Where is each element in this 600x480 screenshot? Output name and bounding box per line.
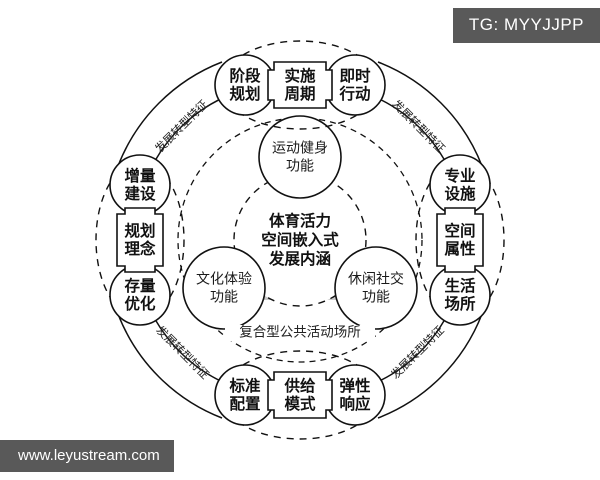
- arc-label-bottom-right: 发展转型特征: [388, 323, 447, 382]
- node-bottom-right-line-1: 弹性: [339, 376, 371, 395]
- arc-top-left-outer: [117, 61, 223, 167]
- node-right-center-line-1: 空间: [444, 221, 475, 240]
- node-left-center-line-1: 规划: [124, 221, 155, 240]
- core-line-2: 空间嵌入式: [261, 230, 339, 249]
- function-leisure-line-1: 休闲社交: [348, 271, 404, 287]
- node-top-center-line-2: 周期: [284, 84, 315, 103]
- node-top-left[interactable]: 阶段 规划: [214, 54, 276, 116]
- watermark-label: www.leyustream.com: [0, 440, 174, 472]
- arc-label-top-left: 发展转型特征: [152, 97, 211, 156]
- node-left-center-line-2: 理念: [124, 239, 156, 258]
- function-culture-line-2: 功能: [210, 289, 238, 305]
- function-node-leisure-social[interactable]: 休闲社交 功能: [334, 246, 418, 330]
- node-right-center-bracket[interactable]: [436, 207, 484, 273]
- tag-badge: TG: MYYJJPP: [452, 8, 600, 43]
- node-right-center-line-2: 属性: [444, 239, 476, 258]
- core-dashed-circle: [233, 173, 367, 307]
- node-left-top[interactable]: 增量 建设: [109, 154, 171, 216]
- node-left-bottom-line-2: 优化: [124, 294, 156, 313]
- function-circle-culture[interactable]: [182, 246, 266, 330]
- node-bottom-left[interactable]: 标准 配置: [214, 364, 276, 426]
- node-bottom-center-line-2: 模式: [284, 394, 316, 413]
- node-bottom-center-bracket[interactable]: [267, 371, 333, 419]
- group-left: 增量 建设 存量 优化 规划 理念: [95, 154, 185, 326]
- node-bottom-center-line-1: 供给: [283, 376, 316, 395]
- node-top-right-line-1: 即时: [339, 67, 371, 85]
- function-circle-sport[interactable]: [258, 115, 342, 199]
- ring-label-backdrop: [225, 325, 375, 341]
- node-left-bottom-line-1: 存量: [124, 276, 156, 295]
- function-circle-leisure[interactable]: [334, 246, 418, 330]
- node-top-center-line-1: 实施: [284, 66, 316, 85]
- node-right-bottom-line-1: 生活: [444, 276, 476, 295]
- node-bottom-right[interactable]: 弹性 响应: [324, 364, 386, 426]
- arc-bottom-left-outer: [117, 313, 223, 419]
- node-top-left-line-2: 规划: [229, 84, 260, 103]
- node-left-bottom[interactable]: 存量 优化: [109, 264, 171, 326]
- function-node-culture-experience[interactable]: 文化体验 功能: [182, 246, 266, 330]
- core-line-3: 发展内涵: [268, 249, 331, 268]
- node-top-right[interactable]: 即时 行动: [324, 54, 386, 116]
- group-top: 阶段 规划 即时 行动 实施 周期: [214, 40, 386, 130]
- node-bottom-right-line-2: 响应: [339, 394, 371, 413]
- node-bottom-left-line-2: 配置: [229, 395, 260, 413]
- node-right-center-box[interactable]: 空间 属性: [436, 207, 484, 273]
- node-left-center-box[interactable]: 规划 理念: [116, 207, 164, 273]
- function-leisure-line-2: 功能: [362, 289, 390, 305]
- node-right-top-line-2: 设施: [444, 184, 476, 203]
- function-sport-line-2: 功能: [286, 158, 314, 174]
- arc-bottom-right-outer: [377, 313, 483, 419]
- node-bottom-left-line-1: 标准: [228, 376, 261, 395]
- inner-ring-label: 复合型公共活动场所: [239, 324, 361, 340]
- function-culture-line-1: 文化体验: [196, 271, 252, 287]
- core-line-1: 体育活力: [269, 211, 331, 230]
- node-right-top[interactable]: 专业 设施: [429, 154, 491, 216]
- function-node-sport-fitness[interactable]: 运动健身 功能: [258, 115, 342, 199]
- node-right-bottom-line-2: 场所: [444, 295, 476, 313]
- function-sport-line-1: 运动健身: [272, 140, 328, 156]
- node-top-center-bracket[interactable]: [267, 61, 333, 109]
- group-right: 专业 设施 生活 场所 空间 属性: [415, 154, 505, 326]
- core-label-group: 体育活力 空间嵌入式 发展内涵: [261, 211, 339, 268]
- node-left-top-line-1: 增量: [124, 166, 156, 185]
- node-top-center-box[interactable]: 实施 周期: [267, 61, 333, 109]
- node-top-left-line-1: 阶段: [229, 66, 261, 85]
- node-left-top-line-2: 建设: [124, 185, 156, 203]
- group-bottom: 标准 配置 弹性 响应 供给 模式: [214, 350, 386, 440]
- node-top-right-line-2: 行动: [338, 84, 370, 103]
- node-right-top-line-1: 专业: [444, 166, 475, 185]
- arc-label-top-right: 发展转型特征: [389, 97, 448, 156]
- arc-top-right-outer: [377, 61, 483, 167]
- node-left-center-bracket[interactable]: [116, 207, 164, 273]
- node-right-bottom[interactable]: 生活 场所: [429, 264, 491, 326]
- node-bottom-center-box[interactable]: 供给 模式: [267, 371, 333, 419]
- arc-label-bottom-left: 发展转型特征: [153, 323, 212, 382]
